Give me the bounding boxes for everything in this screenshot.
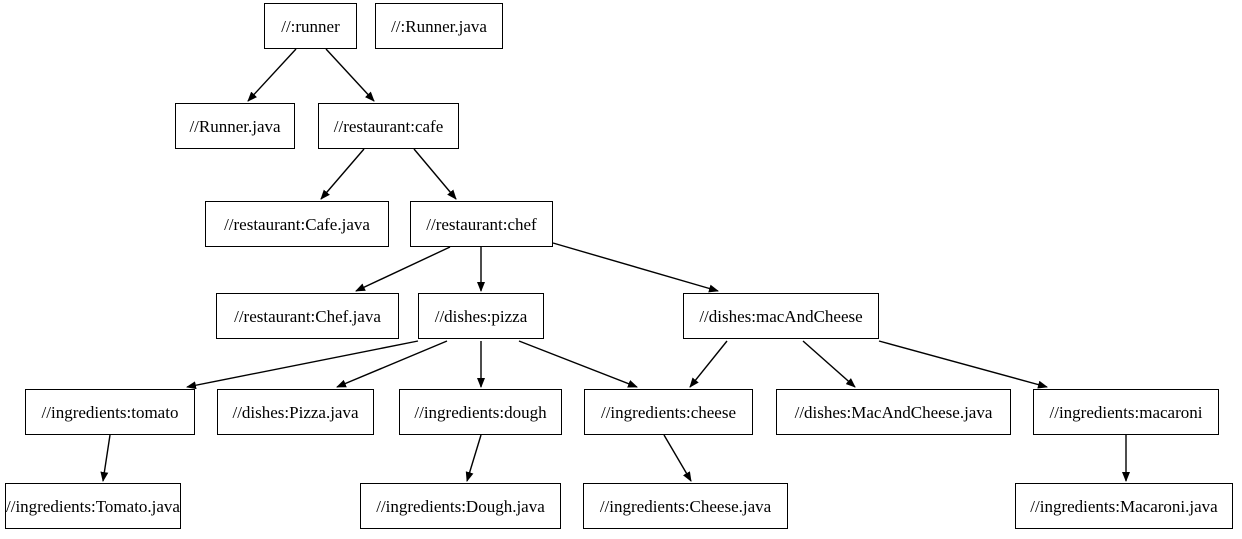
graph-node-label: //dishes:MacAndCheese.java: [794, 402, 993, 422]
graph-node-label: //ingredients:tomato: [41, 402, 179, 422]
graph-node-ingredients_cheese[interactable]: //ingredients:cheese: [584, 389, 753, 435]
graph-node-label: //ingredients:Cheese.java: [599, 496, 772, 516]
graph-node-label: //:runner: [281, 16, 340, 36]
graph-edge-ingredients_cheese-to-ingredients_cheese_java: [663, 434, 692, 482]
graph-node-dishes_macandcheese_java[interactable]: //dishes:MacAndCheese.java: [776, 389, 1011, 435]
graph-edge-dishes_pizza-to-ingredients_tomato: [186, 340, 419, 390]
graph-node-runner_java[interactable]: //Runner.java: [175, 103, 295, 149]
graph-node-ingredients_tomato_java[interactable]: //ingredients:Tomato.java: [5, 483, 181, 529]
graph-edge-runner-to-runner_java: [247, 48, 297, 102]
graph-edge-dishes_pizza-to-dishes_pizza_java: [336, 340, 448, 388]
graph-node-label: //restaurant:cafe: [333, 116, 444, 136]
graph-node-label: //restaurant:Chef.java: [234, 306, 381, 326]
graph-edge-ingredients_tomato-to-ingredients_tomato_java: [100, 434, 111, 482]
graph-node-label: //ingredients:macaroni: [1049, 402, 1203, 422]
graph-edge-dishes_macandcheese-to-ingredients_macaroni: [878, 340, 1048, 389]
graph-node-ingredients_tomato[interactable]: //ingredients:tomato: [25, 389, 195, 435]
graph-edge-dishes_macandcheese-to-ingredients_cheese: [689, 340, 728, 388]
graph-node-label: //ingredients:cheese: [600, 402, 736, 422]
graph-edge-restaurant_cafe-to-restaurant_cafe_java: [320, 148, 365, 200]
graph-node-label: //dishes:Pizza.java: [232, 402, 359, 422]
graph-edge-ingredients_dough-to-ingredients_dough_java: [465, 434, 482, 482]
graph-node-dishes_pizza_java[interactable]: //dishes:Pizza.java: [217, 389, 374, 435]
graph-node-ingredients_cheese_java[interactable]: //ingredients:Cheese.java: [583, 483, 788, 529]
graph-node-label: //restaurant:Cafe.java: [224, 214, 370, 234]
graph-node-label: //dishes:pizza: [434, 306, 528, 326]
graph-edge-dishes_pizza-to-ingredients_cheese: [518, 340, 638, 388]
graph-node-label: //ingredients:Tomato.java: [6, 496, 180, 516]
graph-node-restaurant_cafe_java[interactable]: //restaurant:Cafe.java: [205, 201, 389, 247]
graph-edge-dishes_macandcheese-to-dishes_macandcheese_java: [802, 340, 856, 388]
graph-node-restaurant_chef_java[interactable]: //restaurant:Chef.java: [216, 293, 399, 339]
graph-node-runner[interactable]: //:runner: [264, 3, 357, 49]
graph-node-ingredients_dough_java[interactable]: //ingredients:Dough.java: [360, 483, 561, 529]
graph-edge-restaurant_chef-to-restaurant_chef_java: [355, 246, 451, 292]
graph-node-restaurant_chef[interactable]: //restaurant:chef: [410, 201, 553, 247]
graph-node-label: //dishes:macAndCheese: [699, 306, 863, 326]
graph-node-label: //Runner.java: [189, 116, 281, 136]
graph-node-label: //ingredients:Dough.java: [376, 496, 545, 516]
graph-node-label: //ingredients:dough: [414, 402, 547, 422]
graph-node-dishes_pizza[interactable]: //dishes:pizza: [418, 293, 544, 339]
graph-edge-runner-to-restaurant_cafe: [325, 48, 375, 102]
graph-node-restaurant_cafe[interactable]: //restaurant:cafe: [318, 103, 459, 149]
graph-node-label: //restaurant:chef: [426, 214, 537, 234]
graph-node-ingredients_macaroni_java[interactable]: //ingredients:Macaroni.java: [1015, 483, 1233, 529]
graph-edge-restaurant_chef-to-dishes_macandcheese: [552, 242, 719, 293]
graph-node-label: //ingredients:Macaroni.java: [1030, 496, 1218, 516]
graph-edge-restaurant_cafe-to-restaurant_chef: [413, 148, 457, 200]
graph-node-ingredients_dough[interactable]: //ingredients:dough: [399, 389, 562, 435]
graph-node-dishes_macandcheese[interactable]: //dishes:macAndCheese: [683, 293, 879, 339]
graph-node-ingredients_macaroni[interactable]: //ingredients:macaroni: [1033, 389, 1219, 435]
graph-node-runner_java_root[interactable]: //:Runner.java: [375, 3, 503, 49]
graph-node-label: //:Runner.java: [391, 16, 487, 36]
